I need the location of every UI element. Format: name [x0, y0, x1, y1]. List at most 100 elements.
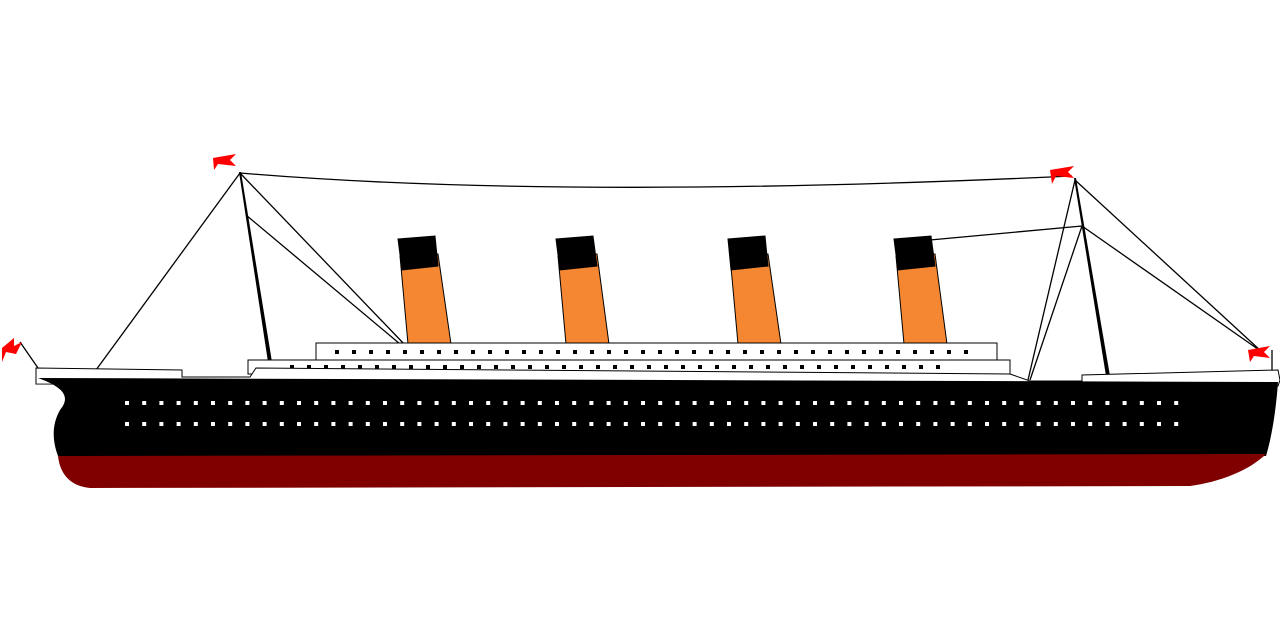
porthole: [365, 401, 370, 405]
porthole: [555, 422, 559, 426]
funnel-4-cap: [893, 235, 936, 271]
porthole: [383, 401, 387, 405]
deck-window: [692, 350, 696, 354]
porthole: [365, 422, 370, 426]
porthole: [434, 401, 439, 405]
porthole: [1157, 401, 1161, 405]
porthole: [125, 401, 129, 405]
porthole: [159, 401, 164, 405]
deck-window: [290, 365, 294, 369]
deck-window: [828, 350, 832, 354]
porthole: [537, 422, 542, 426]
porthole: [916, 401, 921, 405]
rear-mast-flag: [1050, 166, 1074, 184]
deck-window: [573, 350, 577, 354]
porthole: [1088, 401, 1093, 405]
porthole: [847, 401, 852, 405]
porthole: [623, 422, 628, 426]
front-mast-flag: [213, 154, 236, 170]
porthole: [1174, 422, 1179, 426]
rear-mast: [1074, 178, 1110, 376]
deck-window: [698, 365, 702, 369]
porthole: [830, 401, 835, 405]
deck-window: [579, 365, 583, 369]
top-stay-line: [239, 172, 1073, 188]
porthole: [555, 401, 559, 405]
deck-window: [766, 365, 770, 369]
porthole: [1002, 401, 1007, 405]
deck-window: [811, 350, 815, 354]
upper-deck-windows: [335, 350, 968, 354]
deck-window: [437, 350, 441, 354]
porthole: [1036, 401, 1041, 405]
deck-window: [902, 365, 906, 369]
porthole: [451, 422, 456, 426]
deck-window: [352, 350, 356, 354]
deck-window: [862, 350, 866, 354]
porthole: [709, 401, 714, 405]
porthole: [864, 401, 869, 405]
porthole: [486, 422, 491, 426]
funnel-2-cap: [555, 235, 598, 271]
deck-window: [386, 350, 390, 354]
porthole: [211, 401, 215, 405]
porthole: [520, 401, 525, 405]
funnel-to-mast-line: [929, 225, 1083, 241]
porthole: [1002, 422, 1007, 426]
deck-window: [896, 350, 900, 354]
deck-window: [947, 350, 951, 354]
front-backstay-line-2: [245, 214, 401, 345]
masts: [239, 172, 1110, 376]
deck-window: [647, 365, 651, 369]
porthole: [228, 422, 233, 426]
deck-window: [749, 365, 753, 369]
porthole: [469, 422, 473, 426]
promenade-deck-windows: [290, 365, 940, 369]
deck-window: [834, 365, 838, 369]
porthole: [967, 422, 972, 426]
portholes-row-upper: [125, 401, 1179, 405]
deck-window: [471, 350, 475, 354]
deck-window: [879, 350, 883, 354]
rear-stay-line-3: [1074, 179, 1263, 353]
deck-window: [641, 350, 645, 354]
deck-window: [409, 365, 413, 369]
deck-window: [539, 350, 543, 354]
rear-stay-line-1: [1027, 179, 1076, 381]
porthole: [572, 401, 577, 405]
porthole: [675, 401, 680, 405]
porthole: [1139, 401, 1144, 405]
deck-window: [851, 365, 855, 369]
hull-lower-red: [58, 454, 1266, 488]
funnel-4: [893, 235, 948, 345]
funnel-1-cap: [397, 235, 439, 271]
porthole: [193, 422, 198, 426]
porthole: [314, 422, 319, 426]
porthole: [159, 422, 164, 426]
deck-window: [630, 365, 634, 369]
bow-flag: [2, 338, 22, 362]
porthole: [331, 422, 336, 426]
rigging: [19, 172, 1273, 381]
porthole: [348, 422, 353, 426]
porthole: [1122, 401, 1127, 405]
deck-window: [341, 365, 345, 369]
porthole: [658, 401, 663, 405]
porthole: [641, 422, 645, 426]
porthole: [314, 401, 319, 405]
deck-window: [590, 350, 594, 354]
deck-window: [477, 365, 481, 369]
deck-window: [783, 365, 787, 369]
porthole: [606, 422, 611, 426]
porthole: [417, 401, 422, 405]
porthole: [606, 401, 611, 405]
deck-window: [913, 350, 917, 354]
porthole: [967, 401, 972, 405]
deck-window: [426, 365, 430, 369]
deck-window: [443, 365, 447, 369]
deck-window: [709, 350, 713, 354]
stern-flag: [1248, 346, 1270, 362]
porthole: [383, 422, 387, 426]
porthole: [744, 401, 749, 405]
deck-window: [454, 350, 458, 354]
